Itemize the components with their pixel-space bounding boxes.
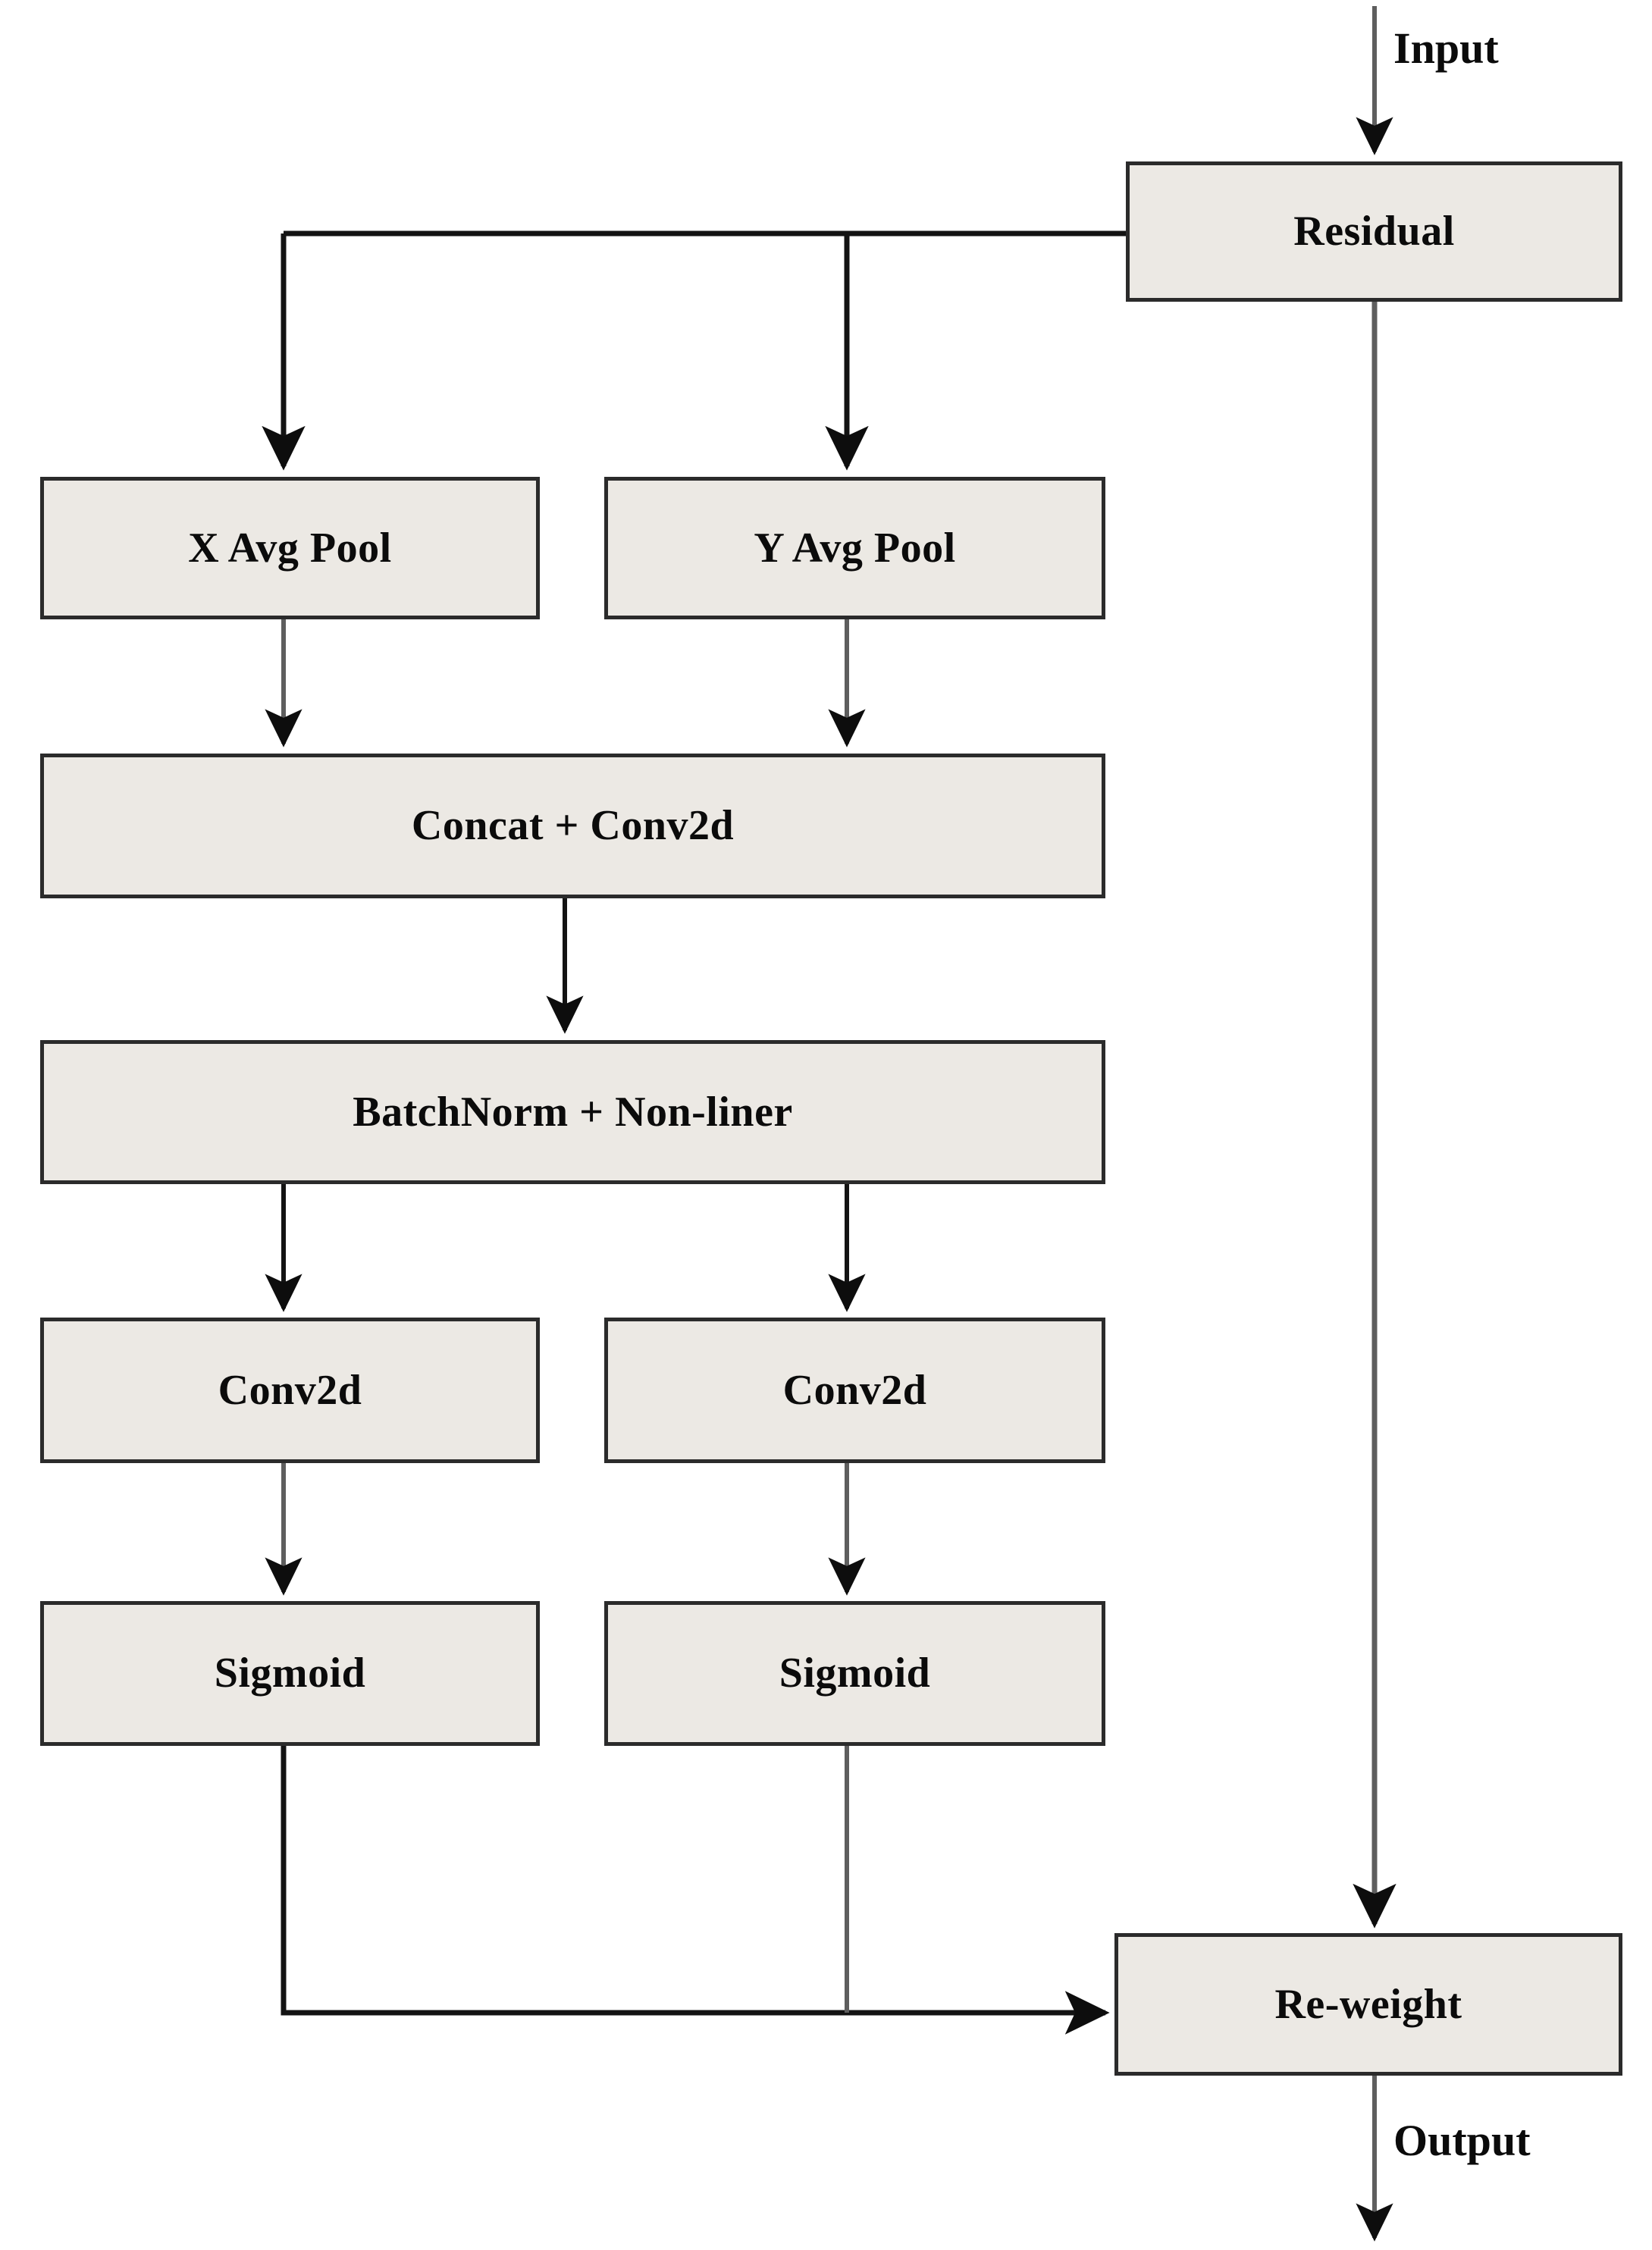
node-sigmoid-right-label: Sigmoid (779, 1650, 931, 1697)
node-residual[interactable]: Residual (1126, 161, 1622, 302)
node-batchnorm-nonliner[interactable]: BatchNorm + Non-liner (40, 1040, 1105, 1184)
node-y-avg-pool[interactable]: Y Avg Pool (604, 477, 1105, 619)
node-sigmoid-left[interactable]: Sigmoid (40, 1601, 540, 1746)
node-sigmoid-right[interactable]: Sigmoid (604, 1601, 1105, 1746)
node-conv2d-right[interactable]: Conv2d (604, 1318, 1105, 1463)
edge-sigmoid-left-to-reweight (281, 1746, 1110, 2035)
node-batchnorm-nonliner-label: BatchNorm + Non-liner (353, 1088, 793, 1136)
node-sigmoid-left-label: Sigmoid (214, 1650, 366, 1697)
node-concat-conv2d[interactable]: Concat + Conv2d (40, 754, 1105, 898)
node-y-avg-pool-label: Y Avg Pool (754, 524, 956, 572)
node-conv2d-right-label: Conv2d (782, 1366, 927, 1414)
edge-label-input: Input (1393, 24, 1499, 73)
node-x-avg-pool-label: X Avg Pool (188, 524, 392, 572)
node-x-avg-pool[interactable]: X Avg Pool (40, 477, 540, 619)
node-concat-conv2d-label: Concat + Conv2d (411, 802, 735, 850)
node-re-weight-label: Re-weight (1274, 1980, 1462, 2028)
node-re-weight[interactable]: Re-weight (1114, 1933, 1622, 2076)
node-residual-label: Residual (1293, 208, 1455, 255)
node-conv2d-left-label: Conv2d (218, 1366, 362, 1414)
node-conv2d-left[interactable]: Conv2d (40, 1318, 540, 1463)
edge-label-output: Output (1393, 2116, 1531, 2165)
